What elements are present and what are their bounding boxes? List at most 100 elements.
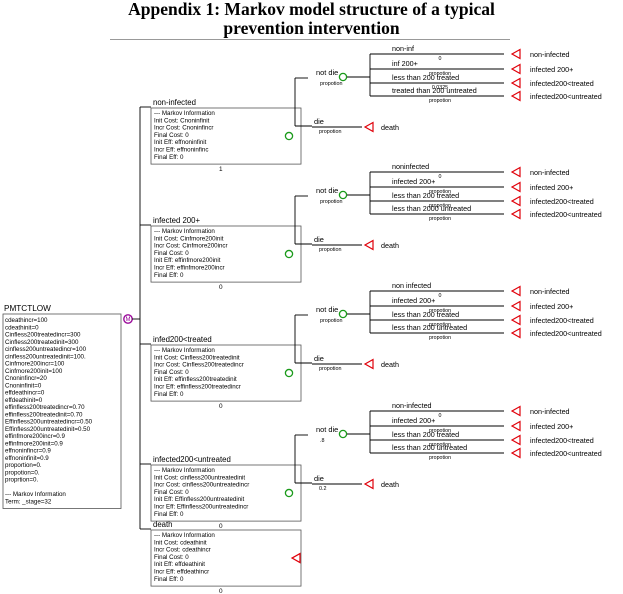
die-prob: 0.2: [319, 486, 327, 492]
die-prob: propotion: [319, 129, 341, 135]
root-param: proportion=0.: [5, 462, 42, 469]
root-param: proprtion=0.: [5, 477, 38, 484]
not-die-label: not die: [316, 425, 338, 434]
state-info-line: Init Eff: effnoninfinit: [154, 139, 207, 146]
not-die-label: not die: [316, 305, 338, 314]
transition-terminal: [510, 90, 521, 102]
transition-terminal: [510, 48, 521, 60]
state-label: infed200<treated: [153, 335, 212, 344]
state-info-box: [150, 107, 302, 165]
state-info-line: Init Eff: effinfless200treatedinit: [154, 376, 237, 383]
not-die-label: not die: [316, 186, 338, 195]
state-info-line: Init Cost: Cnoninfinit: [154, 117, 210, 124]
state-info-box: [150, 529, 302, 587]
state-info-line: Init Cost: Cinfless200treatedinit: [154, 354, 240, 361]
transition-prob: propotion: [429, 203, 451, 209]
root-param: cinfless200untreatedinit=100.: [5, 353, 86, 360]
transition-prob: 0: [439, 413, 442, 419]
die-prob: propotion: [319, 247, 341, 253]
state-info-box: [150, 225, 302, 283]
transition-terminal-label: non-infected: [530, 287, 570, 296]
state-info-line: Final Cost: 0: [154, 554, 189, 561]
transition-prob: 0.0325: [432, 85, 448, 91]
transition-label: less than 200 untreated: [392, 323, 467, 332]
death-terminal: [363, 478, 374, 490]
transition-prob: 0: [439, 56, 442, 62]
transition-terminal: [510, 447, 521, 459]
root-param: cdeathinit=0: [5, 324, 39, 331]
state-value: 1: [219, 166, 223, 173]
state-chance-node: [284, 131, 294, 141]
state-info-box: [150, 344, 302, 402]
root-param: cdeathincr=100: [5, 317, 48, 324]
transition-label: non infected: [392, 281, 431, 290]
not-die-label: not die: [316, 68, 338, 77]
transition-label: less than 200 treated: [392, 191, 459, 200]
transition-label: less than 200 treated: [392, 73, 459, 82]
root-param: effnoninfincr=0.9: [5, 448, 51, 455]
transition-prob: propotion: [429, 335, 451, 341]
transition-label: treated than 200 untreated: [392, 86, 477, 95]
transition-terminal-label: infected200<untreated: [530, 329, 602, 338]
transition-terminal: [510, 405, 521, 417]
transition-label: infected 200+: [392, 296, 435, 305]
transition-terminal: [510, 285, 521, 297]
death-terminal: [363, 121, 374, 133]
state-value: 0: [219, 403, 223, 410]
state-info-line: --- Markov Information: [154, 347, 215, 354]
transition-terminal-label: non-infected: [530, 407, 570, 416]
transition-prob: propotion: [429, 428, 451, 434]
not-die-prob: propotion: [320, 81, 342, 87]
state-info-line: --- Markov Information: [154, 532, 215, 539]
state-info-line: Final Eff: 0: [154, 391, 184, 398]
state-info-line: Final Eff: 0: [154, 576, 184, 583]
transition-terminal: [510, 434, 521, 446]
transition-label: noninfected: [392, 162, 429, 171]
root-param: effdeathincr=0: [5, 390, 45, 397]
transition-terminal-label: infected 200+: [530, 183, 573, 192]
transition-label: non-inf: [392, 44, 414, 53]
die-label: die: [314, 474, 324, 483]
state-info-line: Incr Cost: Cinfless200treatedincr: [154, 362, 244, 369]
state-info-line: Init Eff: Effinfless200untreatedinit: [154, 496, 245, 503]
transition-prob: propotion: [429, 216, 451, 222]
transition-terminal-label: infected200<treated: [530, 197, 594, 206]
death-state-terminal: [290, 552, 301, 564]
state-info-line: Init Cost: Cinfmore200init: [154, 235, 224, 242]
state-value: 0: [219, 284, 223, 291]
transition-terminal: [510, 166, 521, 178]
state-info-line: Incr Eff: effnoninfinc: [154, 147, 208, 154]
transition-prob: propotion: [429, 71, 451, 77]
not-die-chance-node: [338, 309, 348, 319]
root-param: effnoninfinit=0.9: [5, 455, 49, 462]
transition-terminal-label: infected 200+: [530, 302, 573, 311]
transition-terminal-label: non-infected: [530, 168, 570, 177]
state-info-line: --- Markov Information: [154, 110, 215, 117]
root-param: Cinfmore200incr=100: [5, 361, 65, 368]
state-info-line: --- Markov Information: [154, 228, 215, 235]
root-param: Term: _stage=32: [5, 498, 52, 505]
state-info-line: Incr Eff: effinfmore200incr: [154, 265, 225, 272]
transition-terminal: [510, 181, 521, 193]
die-label: die: [314, 117, 324, 126]
transition-label: inf 200+: [392, 59, 418, 68]
state-info-line: Final Eff: 0: [154, 511, 184, 518]
root-param: Effinfless200untreatedincr=0.50: [5, 419, 93, 426]
transition-prob: 0: [439, 174, 442, 180]
transition-terminal-label: non-infected: [530, 50, 570, 59]
root-param: propotion=0.: [5, 469, 40, 476]
die-prob: propotion: [319, 366, 341, 372]
transition-label: less than 200 untreated: [392, 443, 467, 452]
death-terminal-label: death: [381, 360, 399, 369]
figure-title: Appendix 1: Markov model structure of a …: [0, 0, 623, 38]
root-info-box: [2, 313, 122, 509]
root-param: --- Markov Information: [5, 491, 66, 498]
not-die-chance-node: [338, 429, 348, 439]
transition-label: infected 200+: [392, 177, 435, 186]
transition-prob: propotion: [429, 442, 451, 448]
transition-prob: propotion: [429, 308, 451, 314]
transition-label: less than 200 treated: [392, 310, 459, 319]
transition-terminal: [510, 63, 521, 75]
state-info-line: Incr Eff: Effinfless200untreatedincr: [154, 504, 248, 511]
death-terminal-label: death: [381, 480, 399, 489]
